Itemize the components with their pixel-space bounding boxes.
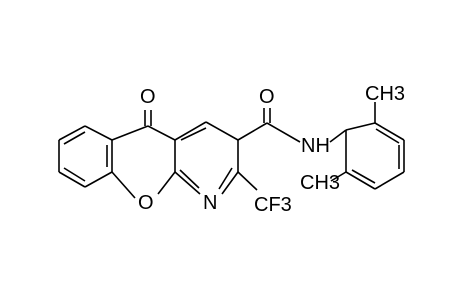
cf3-bond bbox=[237, 171, 258, 191]
benzo-ring bbox=[58, 125, 113, 188]
n-aryl-bond bbox=[329, 129, 347, 143]
trifluoromethyl-label: CF3 bbox=[254, 194, 292, 216]
methyl-bottom-label: CH3 bbox=[300, 172, 340, 194]
ring-oxygen-label: O bbox=[138, 192, 154, 214]
dimethylphenyl-ring bbox=[330, 102, 405, 190]
ketone-oxygen-label: O bbox=[140, 86, 156, 108]
pyridine-ring bbox=[174, 121, 239, 195]
amide-oxygen-label: O bbox=[259, 86, 275, 108]
ring-nitrogen-label: N bbox=[203, 192, 217, 214]
amide-group bbox=[237, 108, 301, 143]
methyl-top-label: CH3 bbox=[365, 83, 405, 105]
pyranone-ring bbox=[111, 110, 176, 199]
amide-nh-label: NH bbox=[301, 135, 330, 157]
